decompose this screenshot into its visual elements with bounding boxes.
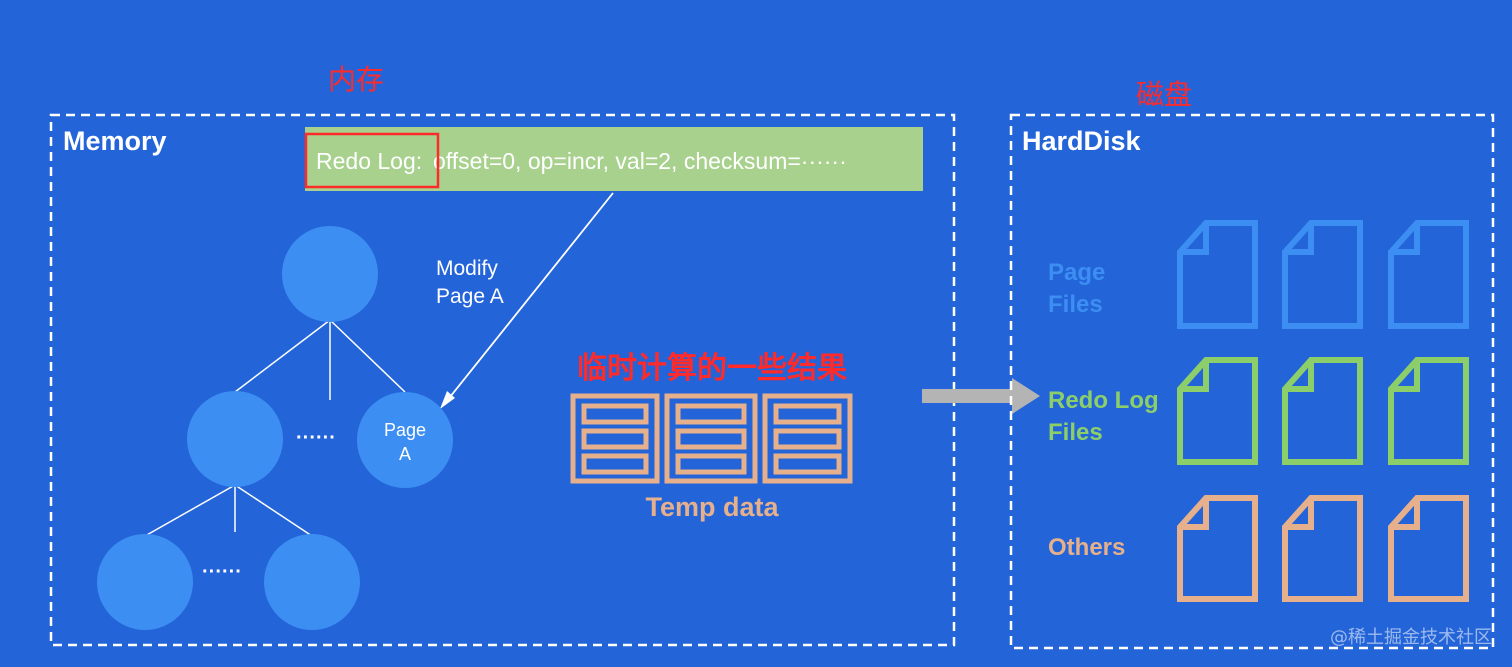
tree-node — [187, 391, 283, 487]
page-files-label-line1: Page — [1048, 259, 1105, 286]
watermark: @稀土掘金技术社区 — [1330, 627, 1492, 648]
memory-region-border — [49, 113, 956, 647]
tree-node-page-a — [357, 392, 453, 488]
redo-log-bar — [305, 127, 923, 191]
modify-label-line2: Page A — [436, 285, 504, 308]
flush-arrow-head — [1012, 378, 1040, 414]
tree-edge — [234, 484, 313, 537]
document-icon — [1177, 495, 1258, 602]
memory-annotation: 内存 — [328, 63, 385, 96]
redo-log-prefix: Redo Log: — [316, 148, 422, 174]
redo-files-label-line2: Files — [1048, 419, 1103, 446]
tree-edge — [234, 319, 331, 393]
document-icon — [1388, 495, 1469, 602]
document-icon — [1388, 357, 1469, 465]
modify-label-line1: Modify — [436, 257, 498, 280]
tree-edge — [144, 484, 236, 537]
document-icon — [1282, 357, 1363, 465]
tree-leaf-node — [264, 534, 360, 630]
document-icon — [1177, 357, 1258, 465]
page-files-label-line2: Files — [1048, 291, 1103, 318]
page-a-label-line2: A — [399, 444, 411, 464]
modify-arrow-line — [445, 192, 614, 403]
temp-data-label: Temp data — [645, 492, 779, 522]
harddisk-title: HardDisk — [1022, 126, 1142, 156]
database-table-icon — [570, 393, 660, 484]
tree-edge — [329, 319, 406, 393]
page-a-label-line1: Page — [384, 420, 426, 440]
document-icon — [1177, 220, 1258, 329]
modify-arrow-head — [440, 391, 455, 409]
tree-root-node — [282, 226, 378, 322]
memory-title: Memory — [63, 126, 167, 156]
harddisk-region-border — [1009, 113, 1495, 650]
database-table-icon — [762, 393, 853, 484]
database-table-icon — [664, 393, 758, 484]
tree-leaf-node — [97, 534, 193, 630]
temp-results-annotation: 临时计算的一些结果 — [577, 351, 847, 386]
document-icon — [1282, 220, 1363, 329]
others-label: Others — [1048, 534, 1125, 561]
redo-log-highlight-box — [304, 132, 440, 189]
redo-files-label-line1: Redo Log — [1048, 387, 1159, 414]
redo-log-entry: offset=0, op=incr, val=2, checksum=·····… — [433, 148, 847, 174]
tree-ellipsis: ······ — [202, 561, 242, 583]
document-icon — [1388, 220, 1469, 329]
document-icon — [1282, 495, 1363, 602]
flush-arrow-shaft — [922, 389, 1018, 403]
disk-annotation: 磁盘 — [1136, 78, 1193, 111]
tree-ellipsis: ······ — [296, 427, 336, 449]
